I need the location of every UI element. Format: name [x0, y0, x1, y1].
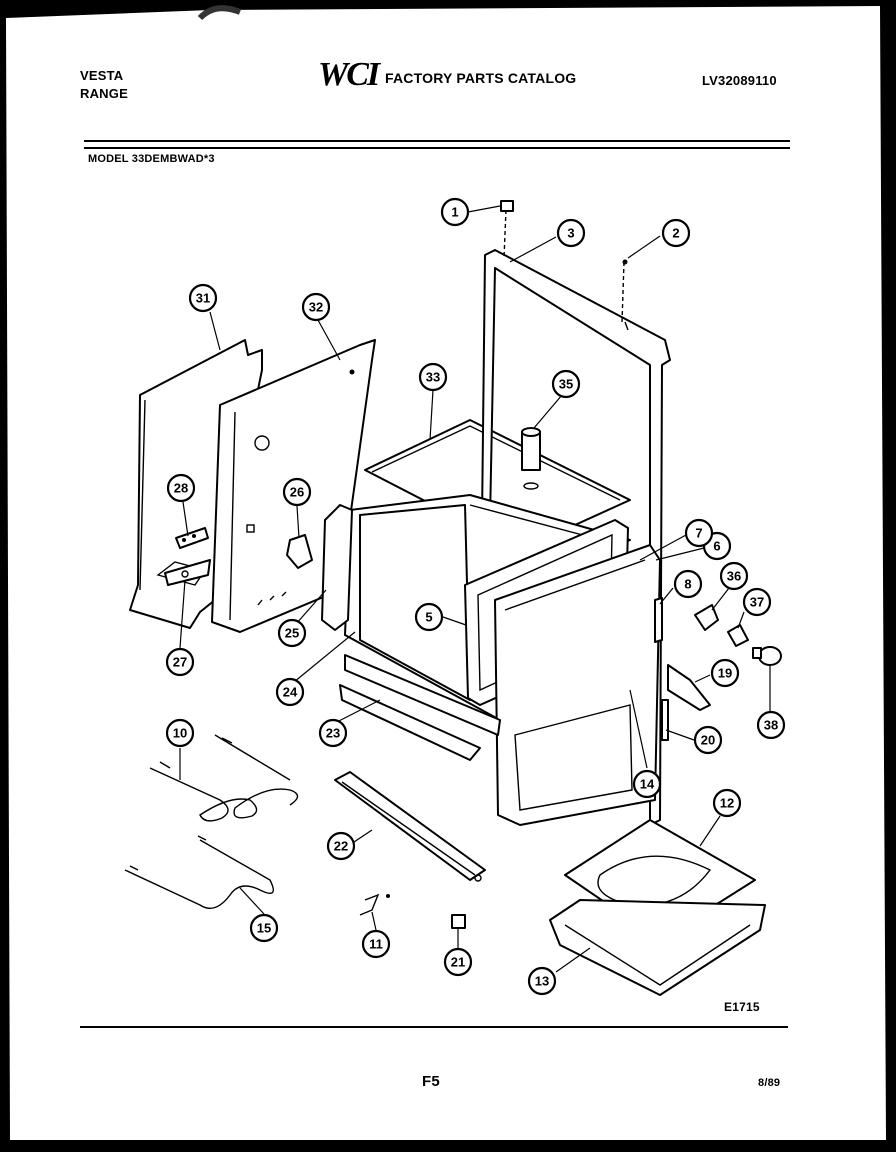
- callout-38: 38: [756, 710, 786, 740]
- part-hinge: [667, 664, 711, 711]
- callout-27: 27: [165, 647, 195, 677]
- svg-text:25: 25: [285, 626, 299, 641]
- svg-text:10: 10: [173, 726, 187, 741]
- callout-22: 22: [326, 831, 356, 861]
- svg-text:27: 27: [173, 655, 187, 670]
- svg-text:31: 31: [196, 291, 210, 306]
- callout-25: 25: [277, 618, 307, 648]
- svg-text:36: 36: [727, 569, 741, 584]
- svg-text:32: 32: [309, 300, 323, 315]
- part-gasket: [321, 504, 353, 631]
- svg-text:13: 13: [535, 974, 549, 989]
- part-lamp-socket: [727, 624, 749, 647]
- brand-line-2: RANGE: [80, 86, 128, 101]
- callout-35: 35: [551, 369, 581, 399]
- callout-23: 23: [318, 718, 348, 748]
- svg-text:35: 35: [559, 377, 573, 392]
- svg-text:11: 11: [369, 937, 383, 952]
- catalog-title: FACTORY PARTS CATALOG: [385, 70, 577, 86]
- svg-text:12: 12: [720, 796, 734, 811]
- part-hinge-rod: [661, 699, 669, 741]
- svg-text:20: 20: [701, 733, 715, 748]
- callout-leaders: [179, 205, 771, 973]
- callout-36: 36: [719, 561, 749, 591]
- svg-text:33: 33: [426, 370, 440, 385]
- svg-text:23: 23: [326, 726, 340, 741]
- model-label: MODEL 33DEMBWAD*3: [88, 153, 215, 165]
- part-terminal-block: [175, 527, 209, 549]
- svg-text:5: 5: [425, 610, 432, 625]
- part-light-bulb: [752, 646, 782, 666]
- callout-33: 33: [418, 362, 448, 392]
- svg-text:28: 28: [174, 481, 188, 496]
- svg-text:21: 21: [451, 955, 465, 970]
- svg-text:3: 3: [567, 226, 574, 241]
- callout-14: 14: [632, 769, 662, 799]
- svg-text:1: 1: [451, 205, 458, 220]
- svg-text:2: 2: [672, 226, 679, 241]
- catalog-number: LV32089110: [702, 73, 777, 88]
- callout-31: 31: [188, 283, 218, 313]
- callout-21: 21: [443, 947, 473, 977]
- callout-32: 32: [301, 292, 331, 322]
- callout-5: 5: [414, 602, 444, 632]
- header-rule-bottom: [84, 147, 790, 149]
- part-drawer-rail: [334, 771, 486, 882]
- callout-11: 11: [361, 929, 391, 959]
- svg-text:15: 15: [257, 921, 271, 936]
- part-knob: [694, 604, 719, 631]
- wci-logo: WCI: [318, 56, 380, 93]
- svg-text:6: 6: [713, 539, 720, 554]
- footer-rule: [80, 1026, 788, 1028]
- svg-text:38: 38: [764, 718, 778, 733]
- page-code: F5: [422, 1073, 440, 1090]
- drawing-code: E1715: [724, 1000, 760, 1014]
- part-bottom-panel: [339, 654, 501, 761]
- callout-37: 37: [742, 587, 772, 617]
- callout-20: 20: [693, 725, 723, 755]
- brand-line-1: VESTA: [80, 68, 124, 83]
- part-bracket: [164, 559, 211, 586]
- part-bake-element: [149, 734, 299, 822]
- callout-1: 1: [440, 197, 470, 227]
- part-door: [494, 544, 661, 826]
- callout-13: 13: [527, 966, 557, 996]
- callout-15: 15: [249, 913, 279, 943]
- part-clip: [286, 534, 313, 569]
- header-rule-top: [84, 140, 790, 142]
- part-broil-element: [124, 835, 274, 909]
- svg-text:19: 19: [718, 666, 732, 681]
- svg-text:37: 37: [750, 595, 764, 610]
- part-broiler-pan: [549, 899, 766, 996]
- part-grommet: [451, 914, 466, 929]
- svg-text:24: 24: [283, 685, 298, 700]
- svg-text:8: 8: [684, 577, 691, 592]
- svg-text:26: 26: [290, 485, 304, 500]
- print-date: 8/89: [758, 1077, 781, 1089]
- callout-28: 28: [166, 473, 196, 503]
- svg-text:22: 22: [334, 839, 348, 854]
- svg-text:14: 14: [640, 777, 655, 792]
- callout-10: 10: [165, 718, 195, 748]
- part-trim-strip: [654, 597, 663, 643]
- part-vent-tube: [521, 427, 541, 490]
- callout-19: 19: [710, 658, 740, 688]
- callout-2: 2: [661, 218, 691, 248]
- callout-24: 24: [275, 677, 305, 707]
- part-wire-harness: [359, 893, 390, 916]
- callout-8: 8: [673, 569, 703, 599]
- callout-26: 26: [282, 477, 312, 507]
- callout-7: 7: [684, 518, 714, 548]
- callout-12: 12: [712, 788, 742, 818]
- svg-text:7: 7: [695, 526, 702, 541]
- callout-3: 3: [556, 218, 586, 248]
